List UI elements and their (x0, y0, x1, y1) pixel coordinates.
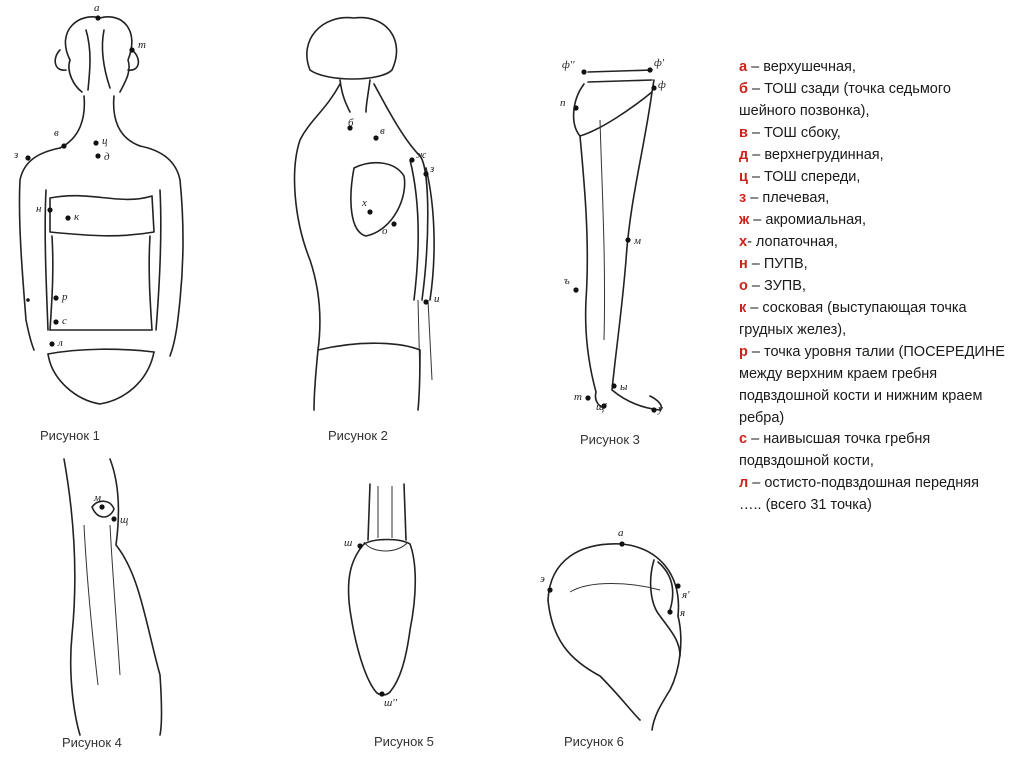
fig1-point-z: з (14, 149, 19, 161)
fig3-point-u: у (658, 403, 663, 415)
fig1-point-n: н (36, 203, 42, 215)
figure-4-caption: Рисунок 4 (62, 735, 122, 750)
fig3-point-f2: ф'' (562, 59, 575, 71)
legend-row: д – верхнегрудинная, (739, 146, 884, 163)
fig3-point-t: т (574, 391, 582, 403)
figure-1: а т в ц д з н к р с л Рисунок 1 (0, 0, 230, 450)
legend-row: ж – акромиальная, (739, 212, 867, 229)
fig2-point-i: и (434, 293, 440, 305)
fig3-point-y: ы (620, 381, 628, 393)
figure-5: ш ш'' Рисунок 5 (320, 480, 480, 760)
legend-row: н – ПУПВ, (739, 256, 808, 273)
fig1-point-v: в (54, 127, 59, 139)
fig2-point-z: з (430, 163, 435, 175)
figure-6: а э я' я Рисунок 6 (530, 520, 710, 760)
fig6-point-a: а (618, 527, 624, 539)
fig3-point-m: м (634, 235, 642, 247)
legend-row: ….. (всего 31 точка) (739, 497, 872, 514)
fig3-point-f1: ф' (654, 57, 665, 69)
figure-5-drawing (347, 483, 417, 697)
fig3-point-hard: ъ (564, 275, 570, 287)
fig1-point-a: а (94, 2, 100, 14)
fig6-point-ya: я (680, 607, 686, 619)
legend-row: х- лопаточная, (739, 234, 838, 251)
fig1-point-ts: ц (102, 135, 108, 147)
fig4-point-m: м (94, 492, 102, 504)
fig1-point-t: т (138, 39, 146, 51)
legend-row: б – ТОШ сзади (точка седьмого шейного по… (739, 80, 951, 119)
fig5-point-sh: ш (344, 537, 353, 549)
fig5-point-sh2: ш'' (384, 697, 398, 709)
fig3-point-sch1: щ' (596, 401, 607, 413)
legend-row: з – плечевая, (739, 190, 830, 207)
figure-6-caption: Рисунок 6 (564, 734, 624, 749)
landmark-legend: а – верхушечная, б – ТОШ сзади (точка се… (739, 57, 1009, 517)
fig2-point-kh: х (362, 197, 367, 209)
figure-3-caption: Рисунок 3 (580, 432, 640, 447)
fig2-point-o: о (382, 225, 388, 237)
figure-1-caption: Рисунок 1 (40, 428, 100, 443)
fig2-point-zh: ж (416, 149, 427, 161)
legend-row: к – сосковая (выступающая точка грудных … (739, 299, 967, 338)
fig6-point-ya1: я' (682, 589, 690, 601)
legend-row: л – остисто-подвздошная передняя (739, 475, 979, 492)
figure-3-drawing (572, 67, 663, 413)
figure-5-caption: Рисунок 5 (374, 734, 434, 749)
figure-4-drawing (63, 458, 163, 736)
fig3-point-f: ф (658, 79, 666, 91)
figure-2: б в ж з х о и Рисунок 2 (270, 0, 490, 450)
legend-row: в – ТОШ сбоку, (739, 124, 841, 141)
fig2-point-b: б (348, 117, 354, 129)
fig1-point-d: д (104, 151, 110, 163)
legend-row: с – наивысшая точка гребня подвздошной к… (739, 431, 931, 470)
fig4-point-sch: щ (120, 514, 129, 526)
figure-2-drawing (293, 16, 435, 411)
figure-6-drawing (547, 541, 682, 731)
figure-4: м щ Рисунок 4 (50, 455, 190, 755)
fig1-point-k: к (74, 211, 80, 223)
fig1-point-s: с (62, 315, 67, 327)
legend-row: о – ЗУПВ, (739, 278, 806, 295)
fig2-point-v: в (380, 125, 385, 137)
fig6-point-e: э (540, 573, 545, 585)
legend-row: а – верхушечная, (739, 59, 856, 75)
legend-row: ц – ТОШ спереди, (739, 168, 861, 185)
figure-1-drawing (18, 15, 184, 405)
figure-3: ф'' ф' ф п м ъ ы т щ' у Рисунок 3 (540, 40, 700, 460)
fig3-point-p: п (560, 97, 566, 109)
fig1-point-l: л (58, 337, 63, 349)
figure-2-caption: Рисунок 2 (328, 428, 388, 443)
fig1-point-r: р (62, 291, 68, 303)
legend-row: р – точка уровня талии (ПОСЕРЕДИНЕ между… (739, 343, 1005, 426)
